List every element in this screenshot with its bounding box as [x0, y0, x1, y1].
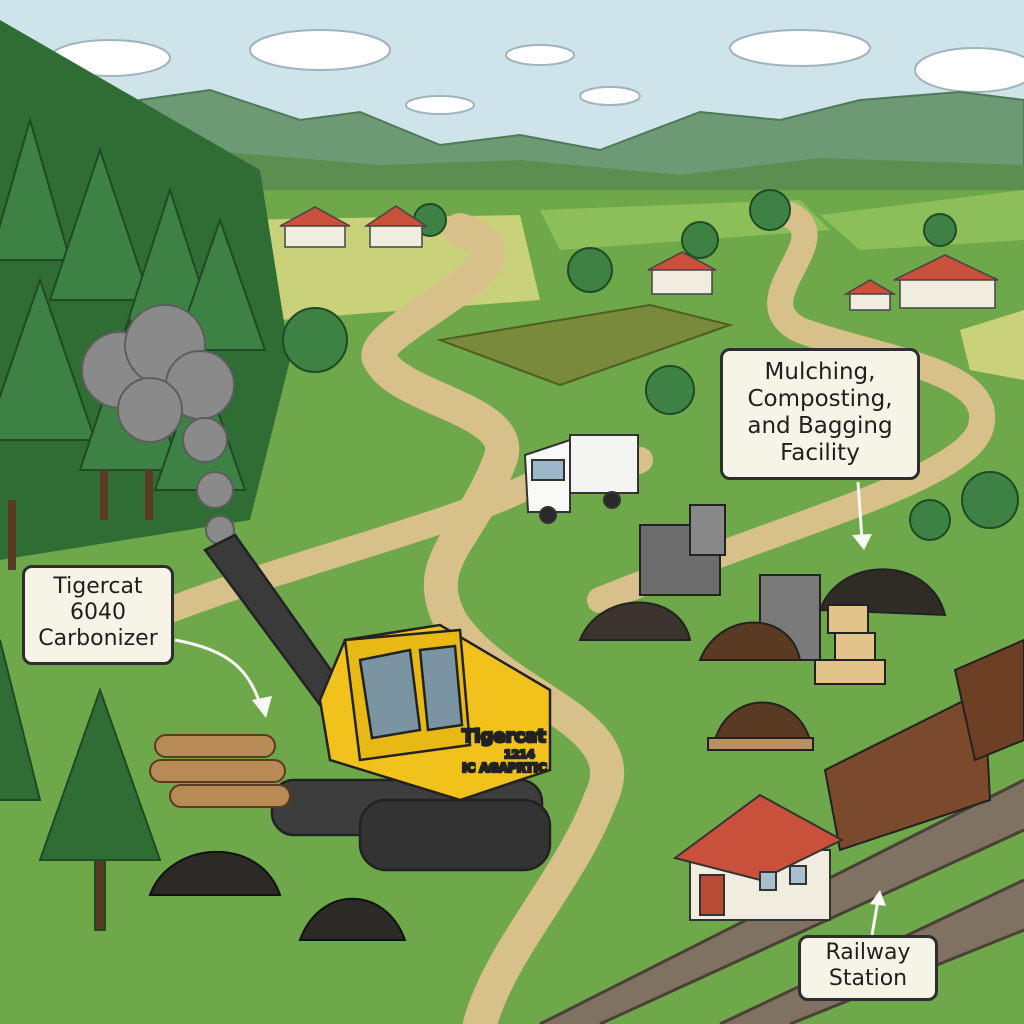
railway-label-line-1: Railway [825, 940, 911, 965]
arrow-heads [252, 534, 886, 906]
smoke-plume [81, 304, 235, 545]
facility-label-line-1: Mulching, [764, 359, 876, 385]
facility-label-line-2: Composting, [747, 386, 893, 413]
railway-station-label: Railway Station [798, 935, 938, 1001]
log-pile [149, 734, 291, 808]
machine-model-text: 1214 [504, 748, 535, 761]
carbonizer-label-line-2: 6040 [70, 599, 126, 625]
carbonizer-label: Tigercat 6040 Carbonizer [22, 565, 174, 665]
callout-arrows [174, 481, 880, 936]
field-east [960, 310, 1024, 380]
facility-label: Mulching, Composting, and Bagging Facili… [720, 348, 920, 480]
field-right [820, 190, 1024, 250]
carbonizer-label-line-1: Tigercat [53, 574, 143, 599]
carbonizer-label-line-3: Carbonizer [38, 625, 158, 651]
biochar-piles [148, 850, 407, 941]
main-road [362, 213, 624, 1024]
crop-rows [436, 303, 734, 387]
side-road-east [587, 202, 996, 613]
delivery-truck [523, 434, 639, 524]
clouds [49, 29, 1024, 115]
machine-serial-text: IC AGAPRTIC [462, 761, 547, 775]
trees-right [282, 189, 1019, 541]
pine-trees [0, 639, 162, 931]
railway-label-line-2: Station [828, 965, 908, 991]
facility-label-line-3: and Bagging [747, 413, 893, 440]
machine-brand-text: Tigercat [462, 726, 546, 747]
carbonizer-machine: Tigercat 1214 IC AGAPRTIC [203, 533, 552, 872]
facility-label-line-4: Facility [780, 440, 860, 467]
railway-station-building [672, 793, 845, 921]
mulching-facility [578, 504, 947, 751]
houses [279, 205, 999, 311]
boxcars [823, 638, 1024, 852]
